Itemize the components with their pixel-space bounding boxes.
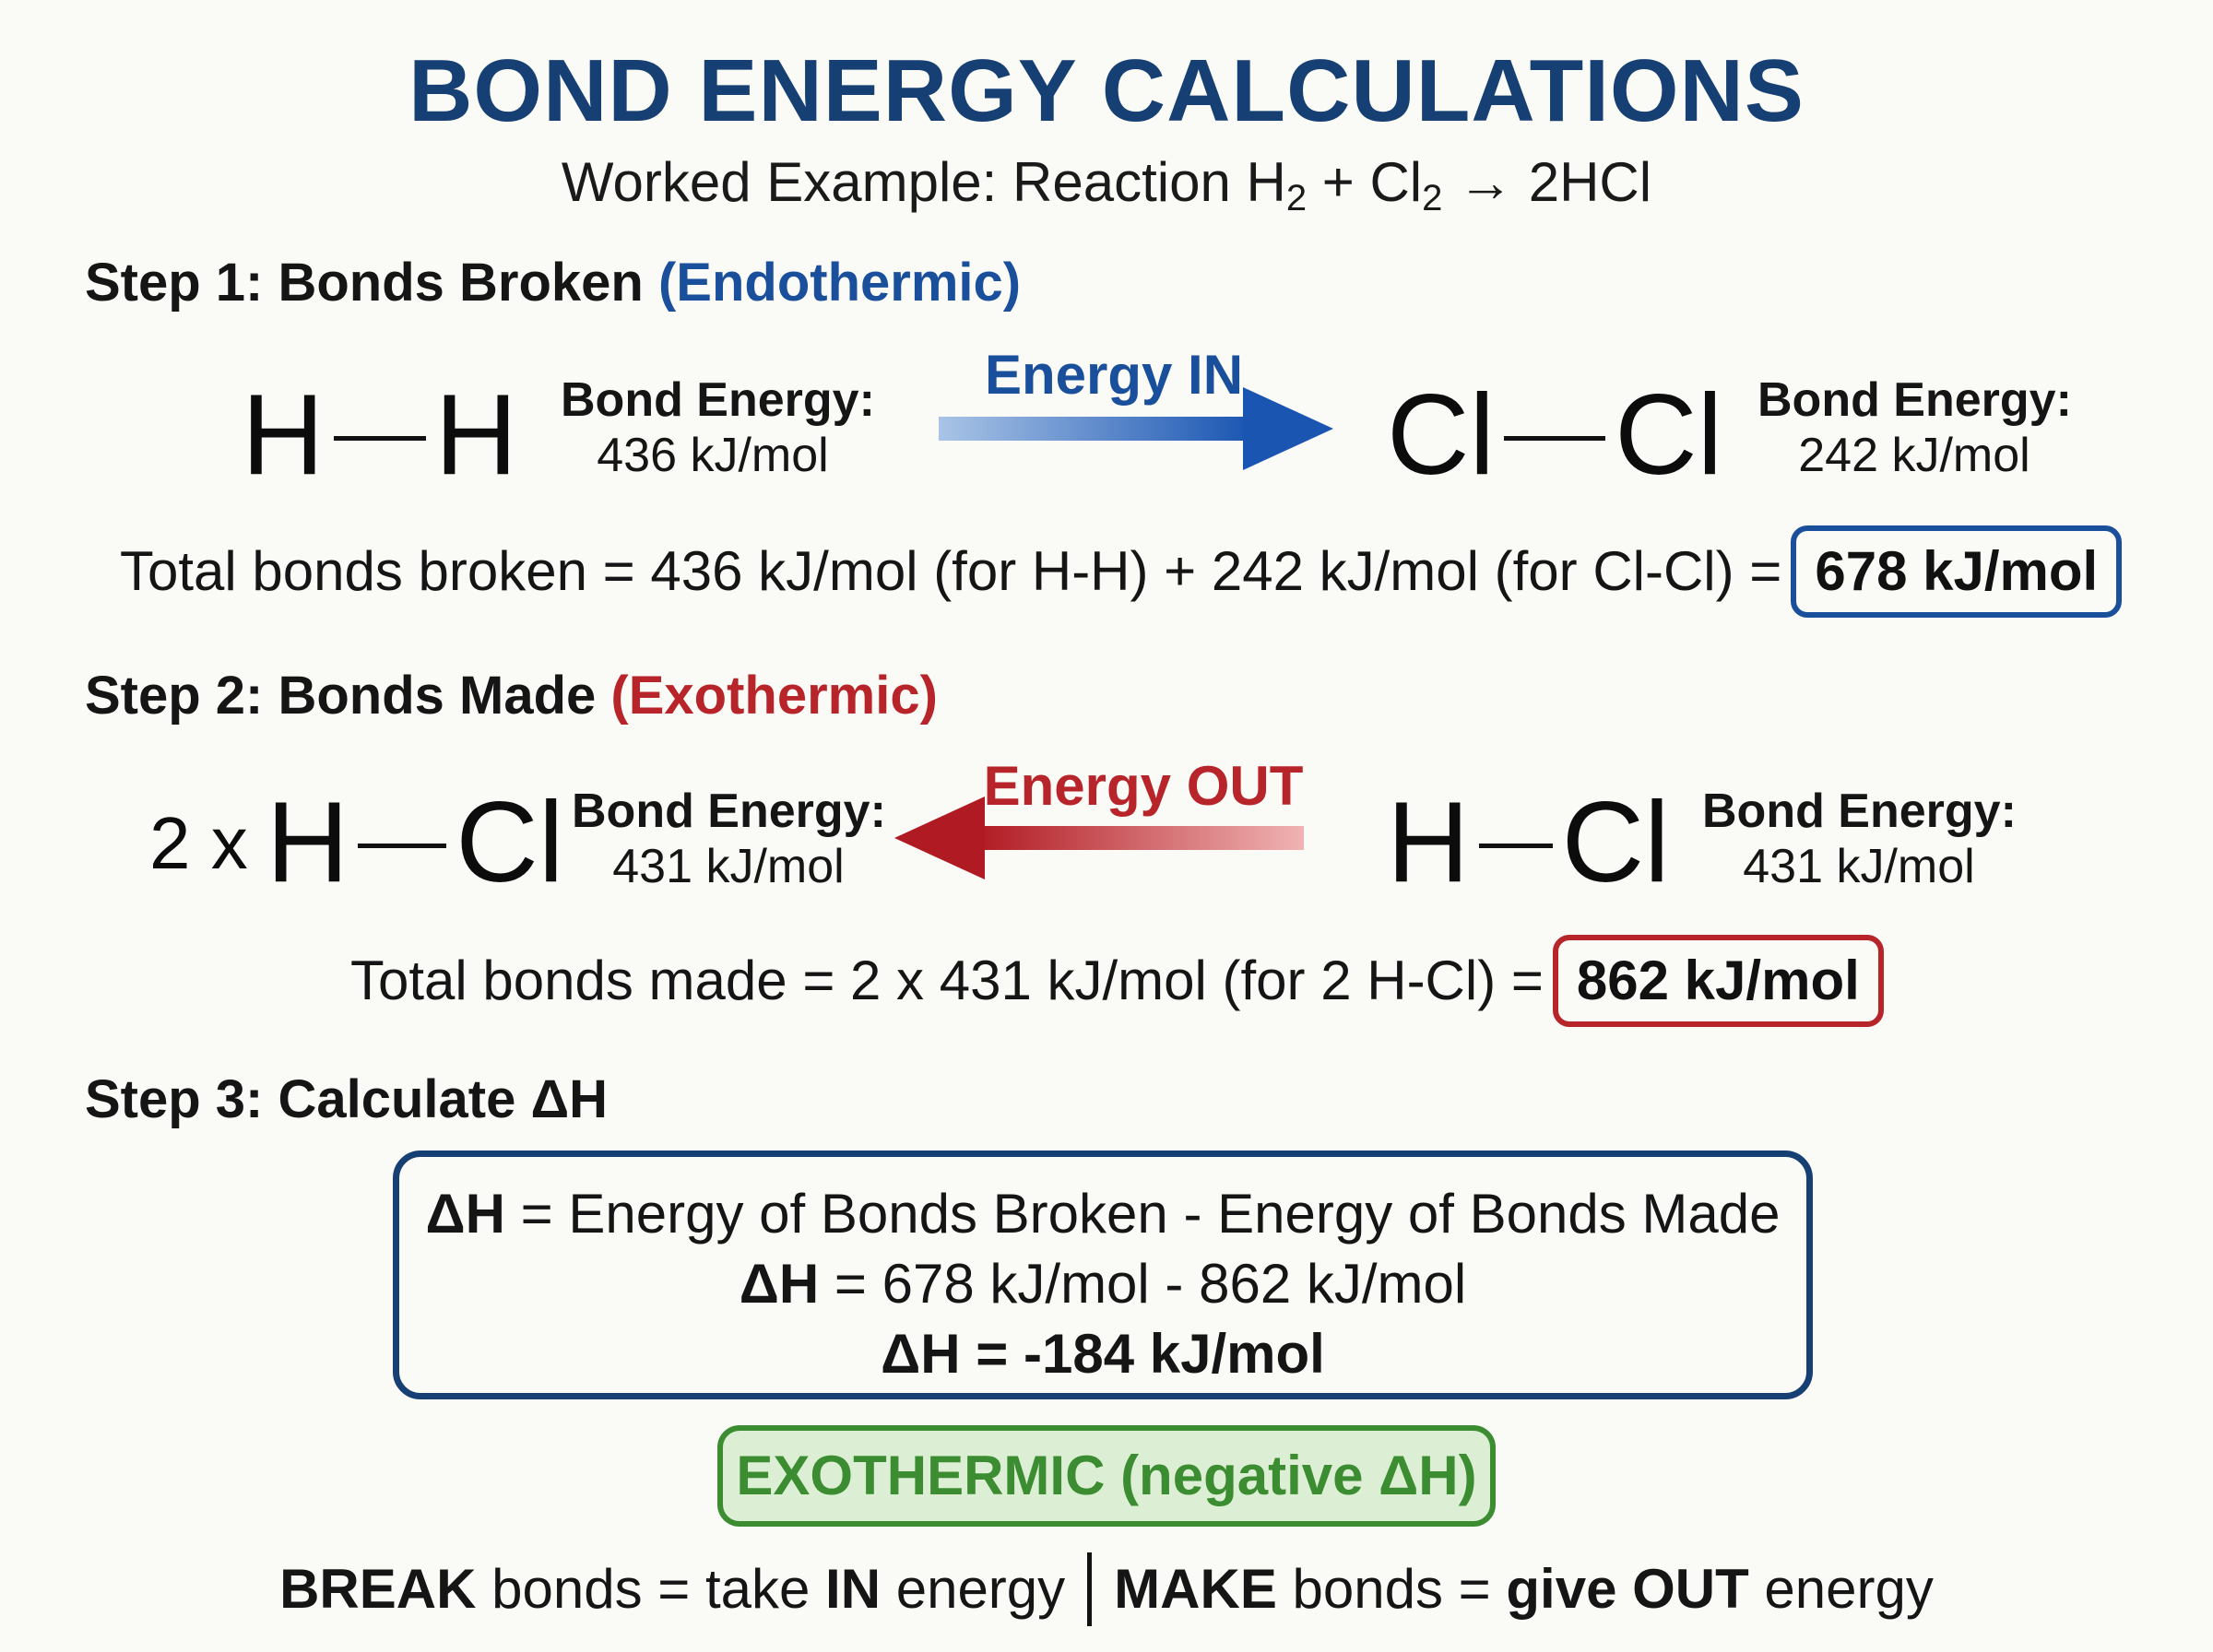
energy-out-label: Energy OUT <box>983 755 1304 817</box>
single-bond-line <box>333 435 426 441</box>
page-subtitle: Worked Example: Reaction H2 + Cl2 → 2HCl <box>561 151 1652 218</box>
energy-out-arrow-icon <box>894 796 1304 879</box>
footer-divider <box>1087 1552 1093 1627</box>
energy-in-label: Energy IN <box>984 344 1244 406</box>
step3-heading: Step 3: Calculate ΔH <box>85 1069 609 1129</box>
total-bonds-broken: Total bonds broken = 436 kJ/mol (for H-H… <box>120 525 2123 618</box>
single-bond-line <box>1478 843 1553 848</box>
equation-line-1: ΔH = Energy of Bonds Broken - Energy of … <box>425 1183 1781 1245</box>
total-broken-value: 678 kJ/mol <box>1791 525 2123 618</box>
hcl-bond-energy: Bond Energy: 431 kJ/mol <box>1702 785 2017 893</box>
hcl-product-bond-energy: Bond Energy: 431 kJ/mol <box>572 785 886 893</box>
step1-heading: Step 1: Bonds Broken (Endothermic) <box>85 253 1022 313</box>
single-bond-line <box>1504 435 1606 441</box>
delta-h-equation-box: ΔH = Energy of Bonds Broken - Energy of … <box>393 1150 1813 1399</box>
total-bonds-made: Total bonds made = 2 x 431 kJ/mol (for 2… <box>350 935 1884 1027</box>
page-title: BOND ENERGY CALCULATIONS <box>408 41 1805 140</box>
clcl-bond-energy: Bond Energy: 242 kJ/mol <box>1757 373 2072 482</box>
energy-in-arrow-icon <box>939 387 1333 470</box>
equation-result: ΔH = -184 kJ/mol <box>881 1323 1325 1385</box>
step1-heading-tag: (Endothermic) <box>657 253 1022 313</box>
equation-line-2: ΔH = 678 kJ/mol - 862 kJ/mol <box>739 1253 1467 1315</box>
step2-heading-tag: (Exothermic) <box>610 666 938 726</box>
step2-heading: Step 2: Bonds Made (Exothermic) <box>85 666 938 726</box>
single-bond-line <box>358 843 447 848</box>
total-made-value: 862 kJ/mol <box>1552 935 1884 1027</box>
exothermic-badge: EXOTHERMIC (negative ΔH) <box>717 1425 1496 1527</box>
hh-bond-energy: Bond Energy: 436 kJ/mol <box>561 373 875 482</box>
